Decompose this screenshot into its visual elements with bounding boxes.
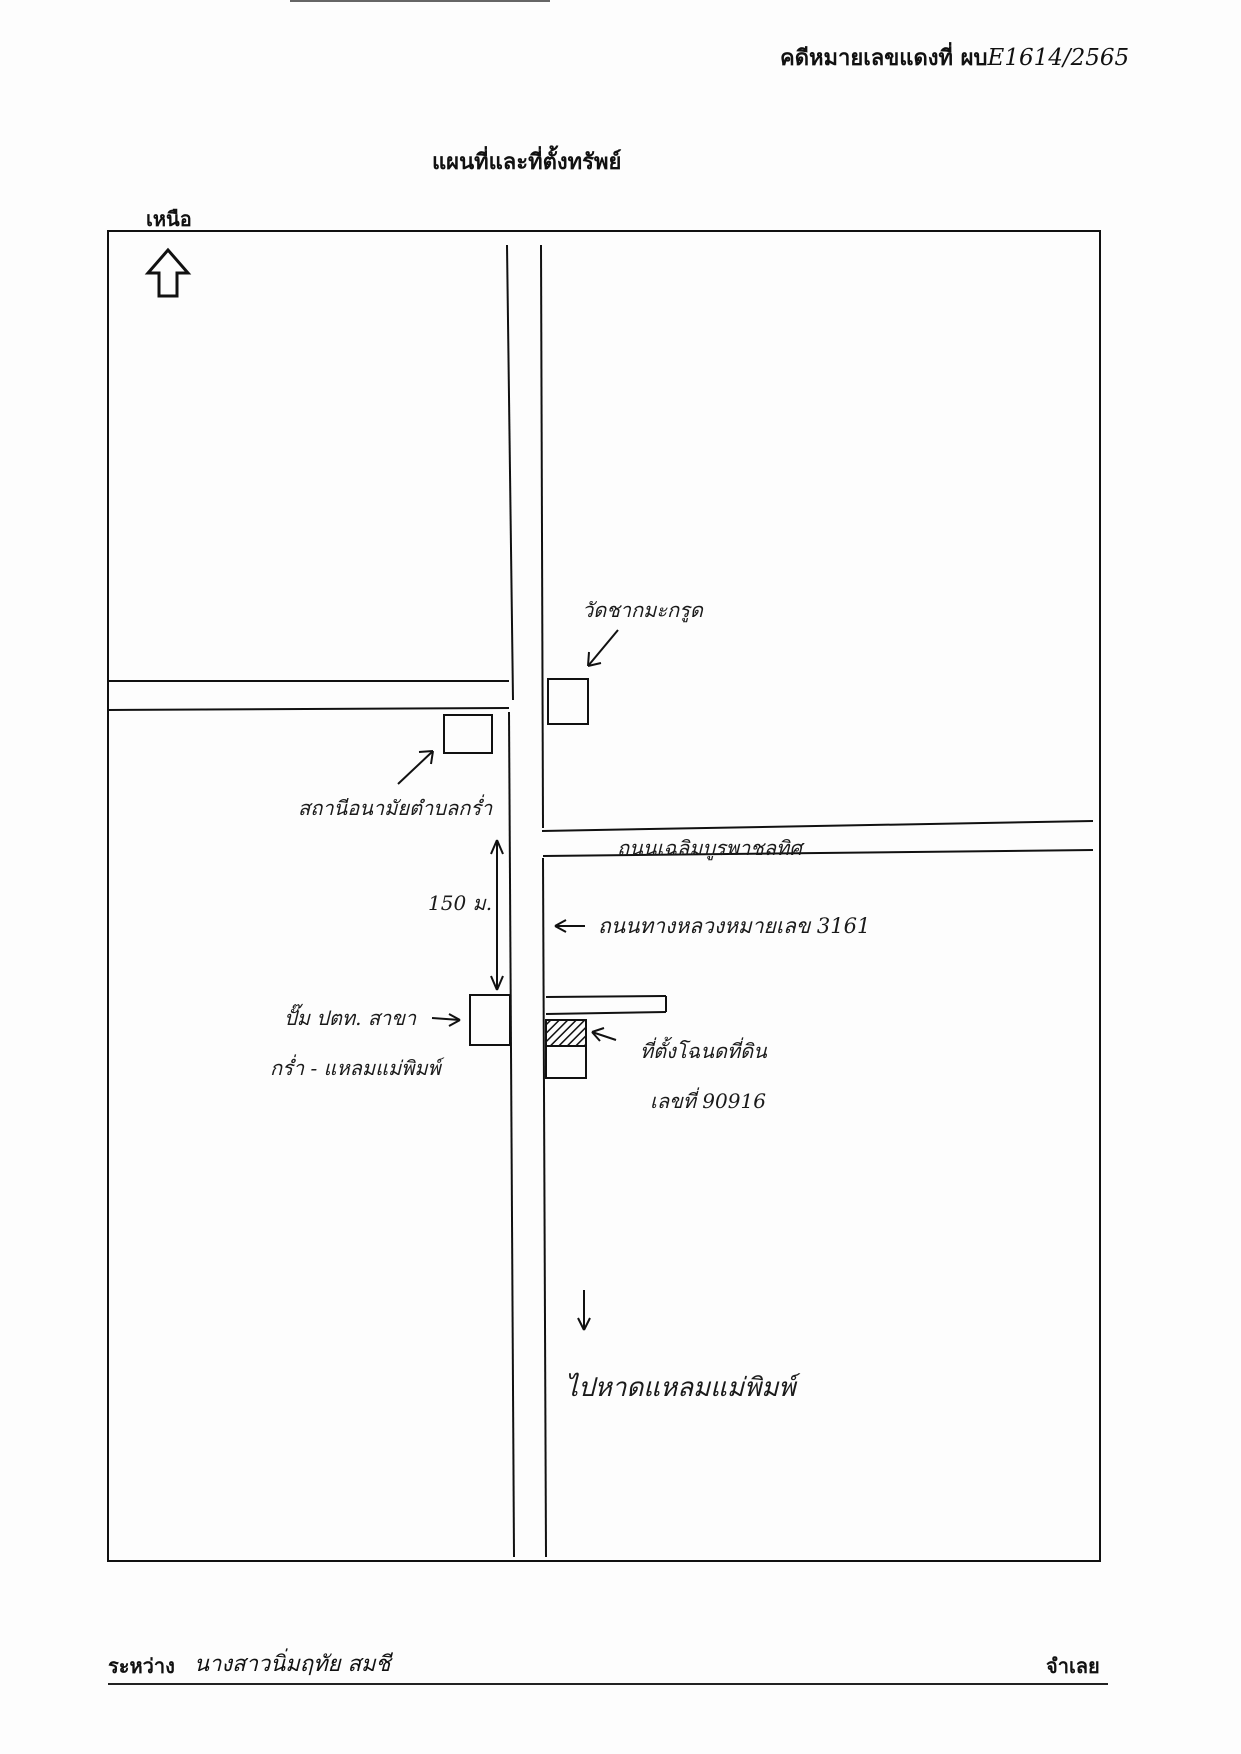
land-deed-label-line2: เลขที่ 90916 [650, 1087, 766, 1113]
map-frame [107, 230, 1101, 1562]
page-title: แผนที่และที่ตั้งทรัพย์ [432, 150, 622, 175]
between-name: นางสาวนิ่มฤทัย สมชี [194, 1652, 391, 1677]
defendant-label: จำเลย [1046, 1654, 1100, 1678]
gas-station-pointer-arrowhead [448, 1013, 461, 1027]
highway-pointer-arrowhead [554, 919, 567, 933]
west-side-road [107, 680, 510, 711]
gas-station-label-line2: กร่ำ - แหลมแม่พิมพ์ [270, 1054, 445, 1080]
highway-label: ถนนทางหลวงหมายเลข 3161 [598, 914, 870, 938]
temple-building [547, 678, 589, 725]
distance-label: 150 ม. [428, 891, 492, 915]
gas-station-building [469, 994, 511, 1046]
gas-station-pointer-arrow [431, 1017, 461, 1021]
north-arrow-icon [144, 247, 192, 298]
property-access-lane [545, 995, 667, 1015]
property-plot-lower [545, 1045, 587, 1079]
to-beach-label: ไปหาดแหลมแม่พิมพ์ [565, 1372, 800, 1403]
to-beach-arrowhead [577, 1317, 591, 1331]
health-station-pointer-arrowhead [418, 750, 434, 765]
temple-pointer-arrow [587, 629, 619, 667]
road-name-label: ถนนเฉลิมบูรพาชลทิศ [617, 836, 805, 861]
health-station-label: สถานีอนามัยตำบลกร่ำ [298, 794, 493, 820]
case-number-label: คดีหมายเลขแดงที่ ผบ [780, 46, 988, 71]
health-station-building [443, 714, 493, 754]
north-label: เหนือ [146, 207, 192, 231]
footer-rule [108, 1683, 1108, 1685]
land-deed-label-line1: ที่ตั้งโฉนดที่ดิน [640, 1036, 768, 1063]
temple-label: วัดชากมะกรูด [582, 598, 704, 623]
temple-pointer-arrowhead [587, 651, 602, 667]
gas-station-label-line1: ปั๊ม ปตท. สาขา [284, 1003, 417, 1030]
case-number: คดีหมายเลขแดงที่ ผบE1614/2565 [780, 40, 1129, 75]
highway-3161 [506, 244, 547, 1558]
property-pointer-arrow [591, 1031, 617, 1041]
property-pointer-arrowhead [591, 1027, 605, 1042]
health-station-pointer-arrow [397, 750, 434, 785]
case-number-value: E1614/2565 [987, 45, 1130, 71]
chaloem-burapha-road [541, 820, 1094, 857]
between-label: ระหว่าง [108, 1654, 175, 1678]
distance-marker [490, 839, 504, 991]
property-plot [545, 1019, 587, 1047]
top-edge-mark [290, 0, 550, 2]
